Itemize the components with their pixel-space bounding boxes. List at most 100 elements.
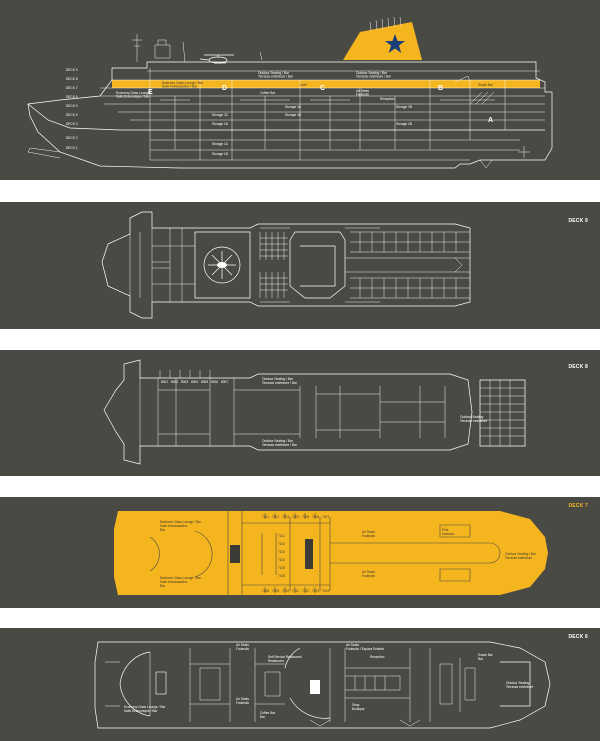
deck8-plan: 8001 8002 8003 8004 8005 8006 8007 Outdo…	[103, 359, 526, 465]
room-label: Reception	[370, 655, 385, 659]
room-label: Outdoor Seating / Bar	[262, 439, 294, 443]
cabin-number: 7014	[322, 589, 329, 593]
room-label: Fauteuils	[236, 701, 249, 705]
room-label: Fauteuils	[356, 93, 369, 97]
deck-label: DECK 4	[66, 113, 78, 117]
room-label: Terrasse extérieure / Bar	[258, 75, 294, 79]
cabin-number: 7009	[272, 589, 279, 593]
room-label: Storage 3A	[285, 105, 302, 109]
room-label: Economy Class Lounge / Bar	[124, 705, 166, 709]
room-label: Fauteuils	[362, 534, 375, 538]
room-label: Outdoor Seating / Bar	[258, 71, 290, 75]
cabin-number: 8006	[211, 380, 218, 384]
deck7-plan: Business Class Lounge / Bar Salle Ambass…	[114, 511, 548, 595]
deck6-panel: DECK 6 Air Seats Fauteuils Air Seats Fau…	[0, 628, 600, 741]
zone-letter: A	[488, 117, 493, 124]
room-label: Salle Economique / Bar	[124, 709, 158, 713]
room-label: Bar	[160, 584, 166, 588]
cabin-number: 8002	[171, 380, 178, 384]
room-label: Café	[300, 83, 307, 87]
room-label: Outdoor Seating / Bar	[505, 552, 537, 556]
cabin-number: 7102	[278, 542, 285, 546]
room-label: Storage 2A	[212, 122, 229, 126]
deck-label: DECK 5	[66, 104, 78, 108]
room-label: Air Seats	[362, 530, 375, 534]
room-label: Pets	[442, 528, 449, 532]
room-label: Storage 3D	[285, 113, 302, 117]
room-label: Boutique	[352, 707, 365, 711]
deck-label: DECK 1	[66, 146, 78, 150]
room-label: Air Seats	[362, 570, 375, 574]
funnel	[343, 22, 422, 60]
cabin-number: 7006	[312, 515, 319, 519]
room-label: Storage 3B	[396, 105, 412, 109]
cabin-number: 7101	[278, 534, 285, 538]
room-label: Air Seats	[236, 643, 249, 647]
cabin-number: 7106	[278, 574, 285, 578]
room-label: Terrasse extérieure / Bar	[262, 381, 298, 385]
cabin-number: 7011	[292, 589, 299, 593]
deck-label: DECK 8	[66, 77, 78, 81]
room-label: Self Service Restaurant	[268, 655, 302, 659]
cabin-number: 8001	[161, 380, 168, 384]
room-label: Salle Ambassadeur	[160, 580, 188, 584]
room-label: Terrasse extérieure / Bar	[356, 75, 392, 79]
cabin-number: 7008	[262, 589, 269, 593]
cabin-number: 8007	[221, 380, 228, 384]
room-label: Air Seats	[236, 697, 249, 701]
cabin-number: 8005	[201, 380, 208, 384]
room-label: Salle Ambassadeur	[160, 524, 188, 528]
room-label: Air Seats	[346, 643, 359, 647]
deck7-floor	[114, 511, 548, 595]
deck-title: DECK 8	[568, 364, 588, 370]
ship-profile: DECK 9 DECK 8 DECK 7 DECK 6 DECK 5 DECK …	[27, 16, 553, 169]
room-label: Outdoor Seating / Bar	[262, 377, 294, 381]
room-label: Fauteuils / Espace Enfants	[346, 647, 384, 651]
deck-title: DECK 9	[568, 218, 588, 224]
deck9-panel: DECK 9	[0, 202, 600, 329]
room-label: Outdoor Seating	[460, 415, 483, 419]
cabin-number: 7007	[322, 515, 329, 519]
room-label: Shop	[352, 703, 360, 707]
deck8-cabins: 8001 8002 8003 8004 8005 8006 8007	[161, 380, 228, 384]
cabin-number: 7104	[278, 558, 285, 562]
room-label: Terrasse extérieure	[505, 556, 533, 560]
deck7-panel: DECK 7 Business Class Lounge / Bar Salle…	[0, 497, 600, 608]
room-label: Terrasse extérieure	[460, 419, 488, 423]
room-label: Reception	[380, 97, 395, 101]
room-label: Bar	[160, 528, 166, 532]
cabin-number: 7005	[302, 515, 309, 519]
room-label: Storage 3C	[212, 113, 229, 117]
cabin-number: 7103	[278, 550, 285, 554]
deck7-band	[112, 80, 540, 88]
profile-panel: DECK 9 DECK 8 DECK 7 DECK 6 DECK 5 DECK …	[0, 0, 600, 180]
room-label: Coffee Bar	[260, 91, 276, 95]
room-label: Terrasse extérieure / Bar	[262, 443, 298, 447]
zone-letter: D	[222, 85, 227, 92]
room-label: Storage 1B	[212, 152, 228, 156]
cabin-number: 8004	[191, 380, 198, 384]
deck-label: DECK 3	[66, 122, 78, 126]
room-label: Business Class Lounge / Bar	[160, 520, 202, 524]
cabin-number: 7010	[282, 589, 289, 593]
room-label: Business Class Lounge / Bar	[160, 576, 202, 580]
room-label: Salle Economique / Bar	[116, 95, 150, 99]
deck7-cabins-mid: 7101 7102 7103 7104 7105 7106	[278, 534, 285, 578]
cabin-number: 7013	[312, 589, 319, 593]
room-label: Terrasse extérieure	[506, 685, 534, 689]
deck6-plan: Air Seats Fauteuils Air Seats Fauteuils …	[94, 641, 551, 729]
room-label: Coffee Bar	[260, 711, 276, 715]
room-label: Animaux	[442, 532, 455, 536]
deck9-plan	[101, 211, 471, 319]
room-label: Snack Bar	[478, 83, 494, 87]
room-label: Business Class Lounge / Bar	[162, 81, 204, 85]
room-label: Bar	[260, 715, 266, 719]
deck7-cabins-top: 7001 7002 7003 7004 7005 7006 7007	[262, 515, 329, 519]
room-label: Outdoor Seating	[506, 681, 529, 685]
cabin-number: 7002	[272, 515, 279, 519]
star-icon	[385, 34, 405, 53]
deck7-cabins-bottom: 7008 7009 7010 7011 7012 7013 7014	[262, 589, 329, 593]
cabin-number: 7003	[282, 515, 289, 519]
deck-labels: DECK 9 DECK 8 DECK 7 DECK 6 DECK 5 DECK …	[66, 68, 78, 150]
helicopter-icon	[199, 54, 234, 64]
